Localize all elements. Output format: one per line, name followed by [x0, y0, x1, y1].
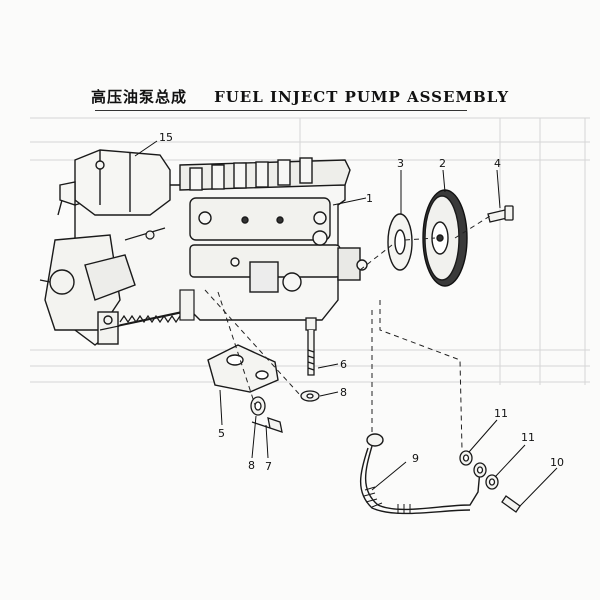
callout-3: 3 [397, 157, 404, 170]
callout-7: 7 [265, 460, 272, 473]
governor-housing [39, 234, 136, 345]
callout-11-lower: 11 [521, 431, 535, 444]
assembly-guide-lines [204, 215, 491, 451]
title-chinese: 高压油泵总成 [90, 88, 187, 106]
callout-leaders [134, 140, 558, 507]
thrust-washer [387, 213, 413, 271]
mounting-bracket [207, 344, 279, 393]
callout-2: 2 [439, 157, 446, 170]
callout-8-right: 8 [340, 386, 347, 399]
callout-5: 5 [218, 427, 225, 440]
banjo-bolt [501, 495, 521, 513]
callout-10: 10 [550, 456, 564, 469]
banjo-fitting [473, 462, 487, 478]
title-english: FUEL INJECT PUMP ASSEMBLY [214, 88, 510, 106]
short-bolt [251, 417, 283, 433]
callout-1: 1 [366, 192, 373, 205]
title-underline [95, 110, 467, 111]
callout-8-left: 8 [248, 459, 255, 472]
gear-bolt [487, 205, 514, 223]
long-bolt [305, 317, 317, 376]
callout-15: 15 [159, 131, 173, 144]
banjo-washer-upper [459, 450, 473, 466]
washer-lower-left [250, 396, 266, 416]
banjo-washer-lower [485, 474, 499, 490]
governor-spring [99, 227, 195, 331]
callout-9: 9 [412, 452, 419, 465]
callout-6: 6 [340, 358, 347, 371]
pump-body [74, 157, 368, 346]
oil-pipe [360, 433, 481, 515]
callout-11-upper: 11 [494, 407, 508, 420]
page-title: 高压油泵总成 FUEL INJECT PUMP ASSEMBLY [0, 86, 600, 108]
callout-4: 4 [494, 157, 501, 170]
washer-lower-right [300, 390, 320, 402]
drive-gear [422, 189, 468, 287]
fuel-supply-pump [57, 149, 171, 216]
